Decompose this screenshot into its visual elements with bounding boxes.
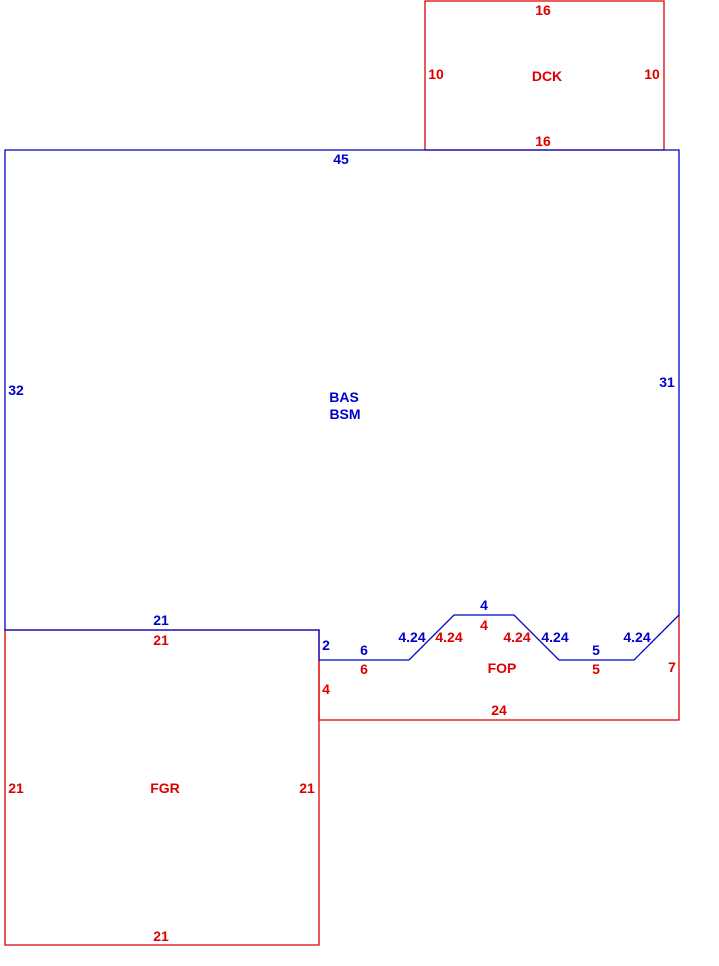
fop-bottom-dim: 24: [491, 702, 507, 718]
bas-seg-b-dim: 5: [592, 642, 600, 658]
fgr-left-dim: 21: [8, 780, 24, 796]
bsm-area-label: BSM: [329, 406, 360, 422]
bas-seg-a-dim: 6: [360, 642, 368, 658]
bas-step-dim: 2: [322, 637, 330, 653]
fgr-right-dim: 21: [299, 780, 315, 796]
fop-right-dim: 7: [668, 659, 676, 675]
bas-outline: [4, 149, 680, 661]
fgr-bottom-dim: 21: [153, 928, 169, 944]
fop-diag-b-dim: 4.24: [503, 629, 530, 645]
fgr-area-label: FGR: [150, 780, 180, 796]
fop-seg-b-dim: 5: [592, 661, 600, 677]
bas-right-dim: 31: [659, 374, 675, 390]
dck-bottom-dim: 16: [535, 133, 551, 149]
fop-outline: [318, 615, 680, 721]
bas-diag-a-dim: 4.24: [398, 629, 425, 645]
bas-flat-dim: 4: [480, 597, 488, 613]
dck-top-dim: 16: [535, 2, 551, 18]
fop-diag-a-dim: 4.24: [435, 629, 462, 645]
bas-area-label: BAS: [329, 389, 359, 405]
fop-seg-a-dim: 6: [360, 661, 368, 677]
dck-left-dim: 10: [428, 66, 444, 82]
bas-bottom-dim: 21: [153, 612, 169, 628]
bas-diag-c-dim: 4.24: [623, 629, 650, 645]
fop-flat-dim: 4: [480, 617, 488, 633]
bas-diag-b-dim: 4.24: [541, 629, 568, 645]
fop-left-dim: 4: [322, 681, 330, 697]
bas-left-dim: 32: [8, 382, 24, 398]
dck-right-dim: 10: [644, 66, 660, 82]
fgr-top-dim: 21: [153, 632, 169, 648]
dck-area-label: DCK: [532, 68, 562, 84]
fop-area-label: FOP: [488, 660, 517, 676]
bas-top-dim: 45: [333, 151, 349, 167]
